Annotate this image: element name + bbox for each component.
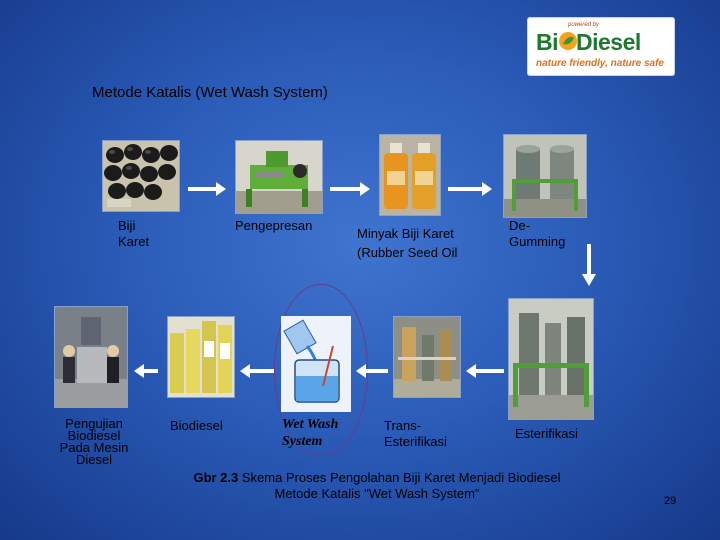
esterification-reactor-photo [508, 298, 594, 420]
sun-leaf-icon [559, 32, 577, 50]
caption-line-2: Metode Katalis "Wet Wash System" [274, 486, 480, 501]
rubber-seed-photo [102, 140, 180, 212]
label-pengepresan: Pengepresan [235, 218, 313, 233]
page-number: 29 [664, 495, 677, 507]
press-machine-photo [235, 140, 323, 214]
label-pengujian: Pengujian Biodiesel Pada Mesin Diesel [59, 416, 129, 467]
figure-caption: Gbr 2.3 Skema Proses Pengolahan Biji Kar… [170, 470, 584, 502]
caption-line1-text: Skema Proses Pengolahan Biji Karet Menja… [238, 470, 561, 485]
logo-brand-suffix: Diesel [576, 29, 641, 55]
arrow-right-1 [188, 181, 226, 197]
caption-prefix: Gbr 2.3 [193, 470, 239, 485]
label-esterifikasi: Esterifikasi [515, 426, 578, 441]
rubber-seed-oil-photo [379, 134, 441, 216]
logo-tagline: nature friendly, nature safe [536, 58, 664, 69]
caption-line-1: Gbr 2.3 Skema Proses Pengolahan Biji Kar… [170, 470, 584, 486]
slide-title: Metode Katalis (Wet Wash System) [92, 84, 328, 101]
label-biodiesel: Biodiesel [170, 418, 223, 433]
label-biji-karet: Biji Karet [118, 218, 150, 249]
label-degumming: De- Gumming [509, 218, 566, 249]
arrow-left-1 [134, 363, 158, 379]
degumming-tank-photo [503, 134, 587, 218]
transesterification-plant-photo [393, 316, 461, 398]
label-wet-wash: Wet Wash System [282, 417, 339, 449]
wet-wash-beaker-illustration [281, 316, 351, 412]
arrow-right-3 [448, 181, 492, 197]
biodiesel-logo: powered by Bi Diesel nature friendly, nat… [528, 18, 674, 75]
engine-test-photo [54, 306, 128, 408]
arrow-left-2 [240, 363, 274, 379]
label-trans-esterifikasi: Trans- Esterifikasi [384, 418, 447, 449]
biodiesel-bottles-photo [167, 316, 235, 398]
label-minyak: Minyak Biji Karet (Rubber Seed Oil [357, 226, 458, 260]
arrow-right-2 [330, 181, 370, 197]
arrow-left-3 [356, 363, 388, 379]
logo-powered-text: powered by [568, 22, 600, 28]
arrow-down [581, 244, 597, 286]
logo-brand: Bi Diesel [536, 29, 641, 56]
logo-brand-prefix: Bi [536, 29, 559, 55]
arrow-left-4 [466, 363, 504, 379]
